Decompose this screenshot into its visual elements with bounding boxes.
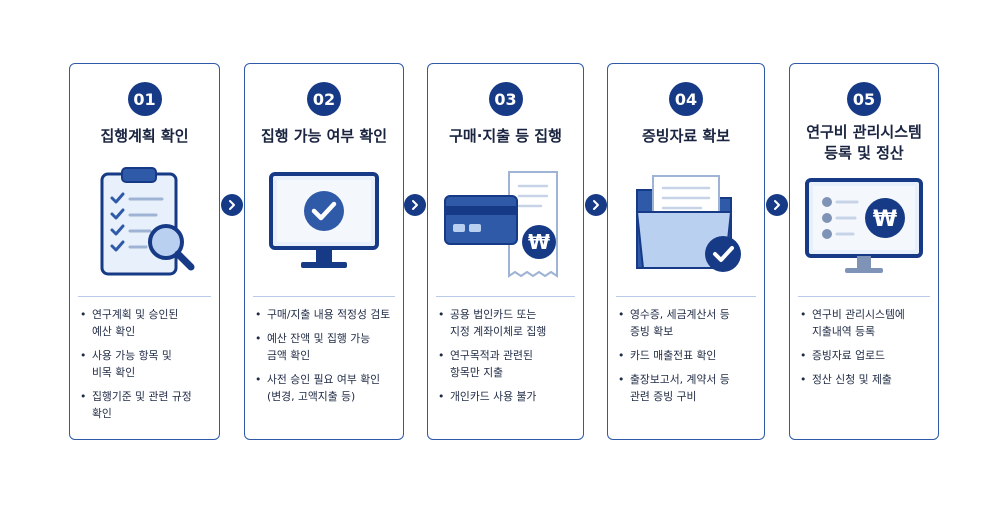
- divider: [616, 296, 756, 297]
- step-number-badge: 01: [127, 82, 162, 116]
- list-item: 개인카드 사용 불가: [438, 388, 577, 405]
- bullet-list: 구매/지출 내용 적정성 검토 예산 잔액 및 집행 가능 금액 확인 사전 승…: [255, 306, 397, 412]
- bullet-list: 공용 법인카드 또는 지정 계좌이체로 집행 연구목적과 관련된 항목만 지출 …: [438, 306, 577, 412]
- bullet-list: 연구비 관리시스템에 지출내역 등록 증빙자료 업로드 정산 신청 및 제출: [800, 306, 932, 395]
- step-card-3: 03 구매·지출 등 집행 ₩ 공용 법인카드 또는 지정 계좌이체로 집행 연…: [427, 63, 584, 440]
- step-card-4: 04 증빙자료 확보 영수증, 세금계산서 등 증빙 확보 카드 매출전표 확인…: [607, 63, 765, 440]
- step-title: 증빙자료 확보: [641, 127, 731, 145]
- list-item: 영수증, 세금계산서 등 증빙 확보: [618, 306, 758, 340]
- chevron-right-icon: [221, 194, 243, 216]
- bullet-list: 연구계획 및 승인된 예산 확인 사용 가능 항목 및 비목 확인 집행기준 및…: [80, 306, 213, 429]
- card-receipt-won-icon: ₩: [431, 166, 581, 284]
- list-item: 연구비 관리시스템에 지출내역 등록: [800, 306, 932, 340]
- step-card-1: 01 집행계획 확인 연구계획 및 승인된 예산 확인 사용 가능 항목 및 비: [69, 63, 220, 440]
- step-number-badge: 02: [307, 82, 341, 116]
- bullet-list: 영수증, 세금계산서 등 증빙 확보 카드 매출전표 확인 출장보고서, 계약서…: [618, 306, 758, 412]
- step-number-badge: 05: [847, 82, 881, 116]
- list-item: 공용 법인카드 또는 지정 계좌이체로 집행: [438, 306, 577, 340]
- monitor-check-icon: [249, 166, 399, 284]
- svg-text:₩: ₩: [527, 230, 549, 254]
- step-title: 집행계획 확인: [100, 127, 189, 145]
- step-card-2: 02 집행 가능 여부 확인 구매/지출 내용 적정성 검토 예산 잔액 및 집…: [244, 63, 404, 440]
- svg-text:₩: ₩: [873, 207, 897, 232]
- chevron-right-icon: [766, 194, 788, 216]
- step-number-badge: 04: [669, 82, 703, 116]
- clipboard-magnifier-icon: [70, 166, 220, 284]
- step-card-5: 05 연구비 관리시스템 등록 및 정산 ₩ 연구비 관리시스템에 지출내역 등…: [789, 63, 939, 440]
- list-item: 집행기준 및 관련 규정 확인: [80, 388, 213, 422]
- divider: [798, 296, 930, 297]
- list-item: 구매/지출 내용 적정성 검토: [255, 306, 397, 323]
- list-item: 증빙자료 업로드: [800, 347, 932, 364]
- step-title: 구매·지출 등 집행: [449, 127, 562, 145]
- divider: [436, 296, 575, 297]
- list-item: 사용 가능 항목 및 비목 확인: [80, 347, 213, 381]
- step-title: 집행 가능 여부 확인: [260, 127, 388, 145]
- divider: [78, 296, 211, 297]
- monitor-won-icon: ₩: [789, 166, 939, 284]
- list-item: 연구계획 및 승인된 예산 확인: [80, 306, 213, 340]
- chevron-right-icon: [585, 194, 607, 216]
- list-item: 출장보고서, 계약서 등 관련 증빙 구비: [618, 371, 758, 405]
- list-item: 사전 승인 필요 여부 확인 (변경, 고액지출 등): [255, 371, 397, 405]
- list-item: 연구목적과 관련된 항목만 지출: [438, 347, 577, 381]
- list-item: 정산 신청 및 제출: [800, 371, 932, 388]
- step-title: 연구비 관리시스템 등록 및 정산: [806, 123, 922, 162]
- chevron-right-icon: [404, 194, 426, 216]
- list-item: 카드 매출전표 확인: [618, 347, 758, 364]
- list-item: 예산 잔액 및 집행 가능 금액 확인: [255, 330, 397, 364]
- divider: [253, 296, 395, 297]
- step-number-badge: 03: [488, 82, 523, 116]
- folder-check-icon: [611, 166, 761, 284]
